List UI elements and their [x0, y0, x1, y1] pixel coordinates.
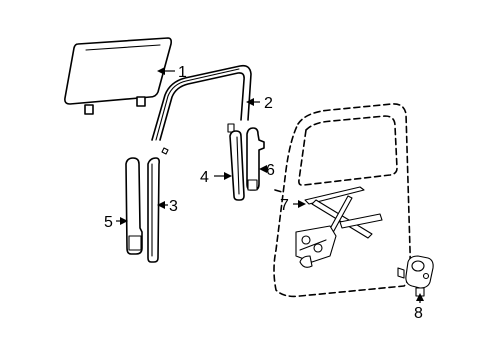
callout-2-label: 2 [264, 95, 273, 112]
callout-5-label: 5 [104, 214, 113, 231]
callout-2: 2 [246, 95, 273, 112]
callout-8-label: 8 [414, 305, 423, 322]
rear-lower-sash-channel [246, 127, 265, 191]
rear-channel [229, 130, 245, 201]
callout-3-label: 3 [169, 198, 178, 215]
callout-1: 1 [157, 64, 187, 81]
callout-7-label: 7 [280, 197, 289, 214]
glass-run-channel [151, 64, 252, 155]
callout-6-label: 6 [266, 162, 275, 179]
window-regulator [295, 186, 383, 268]
door-panel-outline [273, 103, 411, 298]
callout-4-label: 4 [200, 169, 209, 186]
door-glass [64, 37, 172, 115]
callout-8: 8 [414, 293, 424, 322]
callout-7: 7 [280, 197, 306, 214]
callout-5: 5 [104, 214, 128, 231]
front-lower-sash-channel [125, 157, 143, 255]
callout-1-label: 1 [178, 64, 187, 81]
callout-3: 3 [157, 198, 178, 215]
callout-6: 6 [259, 162, 275, 179]
regulator-motor [397, 255, 434, 297]
front-channel [147, 157, 160, 263]
callout-4: 4 [200, 169, 232, 186]
